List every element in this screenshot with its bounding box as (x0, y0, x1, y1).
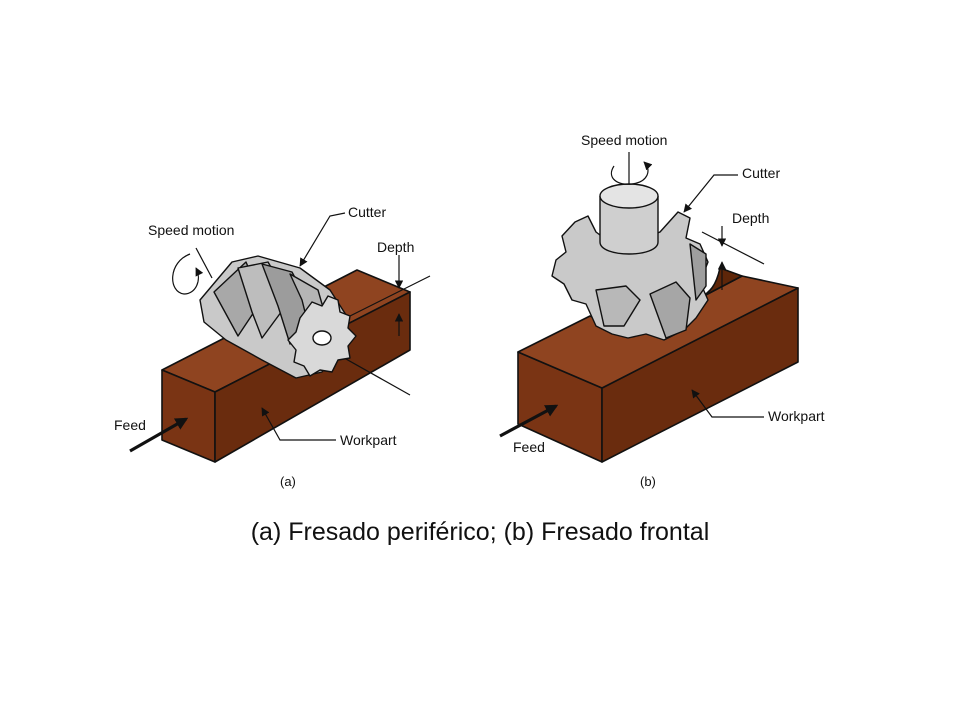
figure-b-workpart-label: Workpart (768, 408, 825, 424)
figure-a-speed-motion-label: Speed motion (148, 222, 234, 238)
figure-b-face-milling: Speed motion Cutter Depth Feed Workpart … (499, 132, 825, 489)
figure-a-sublabel: (a) (280, 474, 296, 489)
figure-b-depth-label: Depth (732, 210, 769, 226)
figure-a-feed-arrow (129, 417, 189, 453)
figure-a-depth-label: Depth (377, 239, 414, 255)
figure-b-cutter (551, 183, 709, 341)
figure-a-feed-label: Feed (114, 417, 146, 433)
figure-b-feed-arrow (499, 404, 559, 438)
figure-a-workpart-label: Workpart (340, 432, 397, 448)
figure-a-speed-motion-arrow (172, 253, 204, 295)
figure-b-cutter-label: Cutter (742, 165, 780, 181)
figure-a-cutter (199, 255, 357, 379)
figure-b-sublabel: (b) (640, 474, 656, 489)
figure-b-speed-motion-arrow (610, 161, 653, 185)
figure-a-peripheral-milling: Speed motion Cutter Depth Feed Workpart … (114, 204, 431, 489)
figure-a-cutter-label: Cutter (348, 204, 386, 220)
figure-b-speed-motion-label: Speed motion (581, 132, 667, 148)
figure-b-feed-label: Feed (513, 439, 545, 455)
figure-caption: (a) Fresado periférico; (b) Fresado fron… (250, 518, 710, 546)
